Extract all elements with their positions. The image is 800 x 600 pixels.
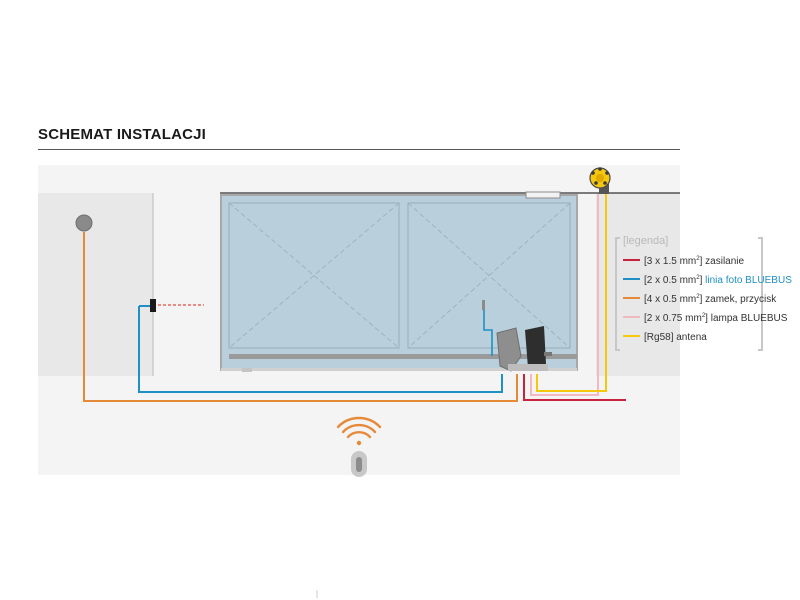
gate-stopper: [242, 368, 252, 372]
wire-power: [523, 374, 626, 401]
remote-control-icon: [351, 451, 367, 477]
legend-desc: zamek, przycisk: [705, 294, 777, 305]
page-title: SCHEMAT INSTALACJI: [38, 126, 207, 143]
svg-text:[3 x 1.5 mm2] zasilanie: [3 x 1.5 mm2] zasilanie: [644, 256, 745, 267]
legend-bracket-right: [758, 237, 763, 351]
legend-desc: antena: [676, 332, 707, 343]
svg-text:[4 x 0.5 mm2] zamek, przycisk: [4 x 0.5 mm2] zamek, przycisk: [644, 294, 777, 305]
legend-desc: zasilanie: [705, 256, 744, 267]
gate-left-brace: [228, 202, 400, 349]
svg-text:[2 x 0.5 mm2] linia foto BLUEB: [2 x 0.5 mm2] linia foto BLUEBUS: [644, 275, 792, 286]
legend-cable-sup: 2: [696, 256, 700, 262]
legend-bracket-left: [615, 237, 620, 351]
photocell-receiver-icon: [482, 300, 485, 310]
legend-cable-sup: 2: [696, 294, 700, 300]
legend-item-power: [3 x 1.5 mm2] zasilanie: [623, 256, 745, 267]
gate-left-brace-2: [228, 202, 400, 349]
legend-title: [legenda]: [623, 235, 668, 247]
legend-cable: Rg58: [647, 332, 671, 343]
bottom-mark: [316, 590, 318, 598]
photocell-transmitter-icon: [150, 299, 156, 312]
legend-cable-sup: 2: [702, 313, 706, 319]
gate-rack: [229, 354, 577, 359]
legend-cable: 2 x 0.5 mm: [647, 275, 696, 286]
gate-right-brace-2: [407, 202, 571, 349]
wire-lamp-bluebus: [530, 194, 599, 396]
title-divider: [38, 149, 680, 150]
flashing-lamp-icon: [589, 167, 611, 194]
legend-desc: lampa BLUEBUS: [711, 313, 788, 324]
legend-item-antenna: [Rg58] antena: [623, 332, 707, 343]
svg-text:[2 x 0.75 mm2] lampa BLUEBUS: [2 x 0.75 mm2] lampa BLUEBUS: [644, 313, 788, 324]
gate-right-section: [407, 202, 571, 349]
gate-left-section: [228, 202, 400, 349]
wireless-signal-icon: [336, 416, 382, 446]
legend: [legenda] [3 x 1.5 mm2] zasilanie [2 x 0…: [615, 235, 792, 351]
legend-cable-sup: 2: [696, 275, 700, 281]
wire-bluebus-photo: [138, 306, 503, 393]
legend-desc: linia foto BLUEBUS: [705, 275, 792, 286]
svg-text:[Rg58] antena: [Rg58] antena: [644, 332, 707, 343]
legend-cable: 2 x 0.75 mm: [647, 313, 702, 324]
key-selector-icon: [75, 214, 93, 232]
legend-item-bluebus-photo: [2 x 0.5 mm2] linia foto BLUEBUS: [623, 275, 792, 286]
legend-item-lamp-bluebus: [2 x 0.75 mm2] lampa BLUEBUS: [623, 313, 788, 324]
left-pillar: [38, 193, 153, 376]
wire-bluebus-photo-gate: [483, 310, 493, 356]
wire-antenna: [536, 194, 607, 392]
gate-bottom-rail: [221, 368, 577, 371]
legend-cable: 3 x 1.5 mm: [647, 256, 696, 267]
right-wall: [596, 193, 680, 376]
legend-title-text: legenda: [626, 235, 666, 247]
gear-motor-icon: [496, 326, 552, 372]
legend-item-lock-button: [4 x 0.5 mm2] zamek, przycisk: [623, 294, 777, 305]
wire-lock-button: [83, 232, 518, 402]
top-guide-bar: [525, 191, 561, 199]
legend-cable: 4 x 0.5 mm: [647, 294, 696, 305]
